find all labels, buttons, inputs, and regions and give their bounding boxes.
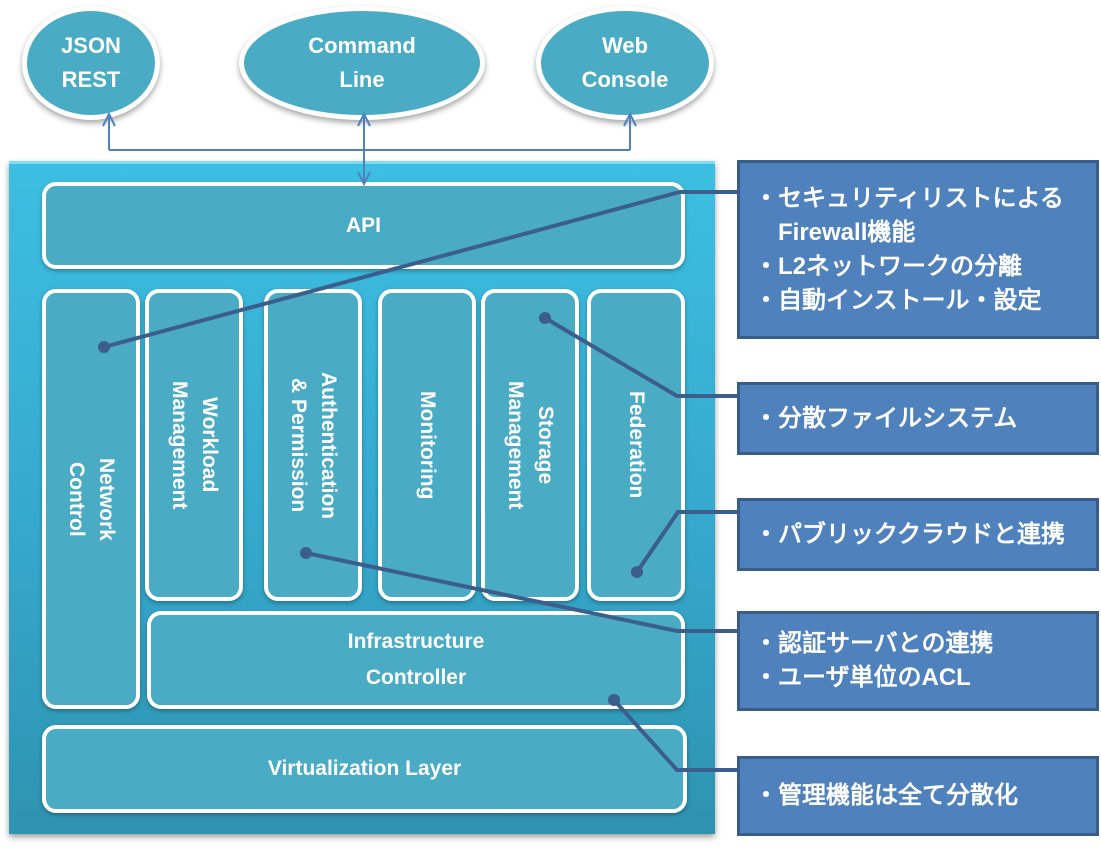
module-label-line: Workload: [198, 397, 221, 493]
client-label-line: Console: [581, 67, 669, 92]
callout-line: ・ユーザ単位のACL: [754, 664, 971, 691]
callout-federation-features: ・パブリッククラウドと連携: [737, 498, 1099, 571]
module-label-line: Network: [95, 457, 118, 541]
virtualization-layer-block: Virtualization Layer: [42, 725, 687, 813]
client-command-line: Command Line: [239, 6, 485, 120]
module-label-line: & Permission: [287, 377, 310, 513]
callout-line: ・分散ファイルシステム: [754, 404, 1018, 432]
client-web-console: Web Console: [536, 6, 714, 120]
infrastructure-controller-block: Infrastructure Controller: [147, 611, 685, 709]
callout-line: ・L2ネットワークの分離: [754, 252, 1023, 280]
module-label-line: Monitoring: [416, 390, 439, 500]
client-label-line: Web: [601, 33, 649, 58]
module-label-line: Storage: [534, 405, 557, 485]
callout-line: ・自動インストール・設定: [754, 286, 1042, 314]
client-label-line: Line: [339, 67, 385, 92]
callout-storage-features: ・分散ファイルシステム: [737, 382, 1099, 455]
module-federation: Federation: [587, 289, 685, 601]
virtualization-layer-label: Virtualization Layer: [267, 757, 462, 780]
module-storage-management: Storage Management: [481, 289, 579, 601]
callout-auth-features: ・認証サーバとの連携 ・ユーザ単位のACL: [737, 611, 1099, 711]
module-label-line: Management: [168, 380, 191, 510]
callout-line: ・認証サーバとの連携: [754, 630, 994, 657]
client-label-line: JSON: [61, 33, 121, 58]
module-monitoring: Monitoring: [378, 289, 476, 601]
callout-infrastructure-features: ・管理機能は全て分散化: [737, 756, 1099, 836]
module-authentication-permission: Authentication & Permission: [264, 289, 362, 601]
callout-line: Firewall機能: [754, 218, 916, 246]
module-workload-management: Workload Management: [145, 289, 243, 601]
callout-network-features: ・セキュリティリストによる Firewall機能 ・L2ネットワークの分離 ・自…: [737, 160, 1099, 339]
client-json-rest: JSON REST: [22, 6, 160, 120]
callout-line: ・パブリッククラウドと連携: [754, 520, 1066, 548]
client-label-line: REST: [61, 67, 121, 92]
api-label: API: [345, 213, 381, 237]
module-label-line: Management: [504, 380, 527, 510]
callout-line: ・セキュリティリストによる: [754, 184, 1064, 212]
module-label-line: Authentication: [317, 371, 340, 519]
module-network-control: Network Control: [42, 289, 140, 709]
client-label-line: Command: [308, 33, 416, 58]
callout-line: ・管理機能は全て分散化: [754, 782, 1018, 809]
infra-label-line: Infrastructure: [347, 630, 485, 653]
module-label-line: Federation: [625, 391, 648, 499]
infra-label-line: Controller: [365, 666, 467, 689]
module-label-line: Control: [65, 461, 88, 537]
api-block: API: [42, 182, 685, 269]
